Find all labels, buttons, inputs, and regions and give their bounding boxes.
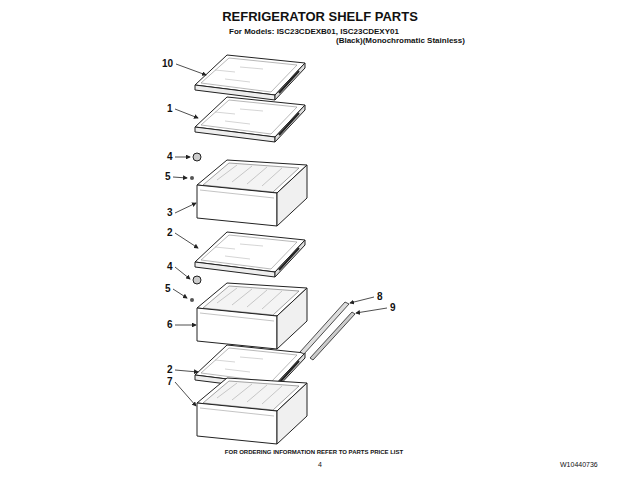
callout-number: 6 [167, 319, 173, 330]
page-title: REFRIGERATOR SHELF PARTS [0, 9, 640, 24]
page-number: 4 [318, 461, 322, 469]
callout-number: 3 [167, 207, 173, 218]
callout-number: 5 [165, 283, 171, 294]
callout-number: 4 [167, 151, 173, 162]
callout-number: 7 [167, 376, 173, 387]
finish-line: (Black)(Monochromatic Stainless) [336, 37, 465, 46]
callout-number: 1 [167, 103, 173, 114]
callout-number: 2 [167, 364, 173, 375]
model-line: For Models: ISC23CDEXB01, ISC23CDEXY01 [0, 28, 634, 37]
callout-number: 2 [167, 227, 173, 238]
callout-number: 9 [390, 302, 396, 313]
callout-number: 8 [377, 291, 383, 302]
ordering-note: FOR ORDERING INFORMATION REFER TO PARTS … [0, 449, 634, 456]
callout-number: 4 [167, 261, 173, 272]
document-number: W10440736 [560, 461, 598, 469]
callout-number: 10 [162, 58, 173, 69]
callout-number: 5 [165, 171, 171, 182]
